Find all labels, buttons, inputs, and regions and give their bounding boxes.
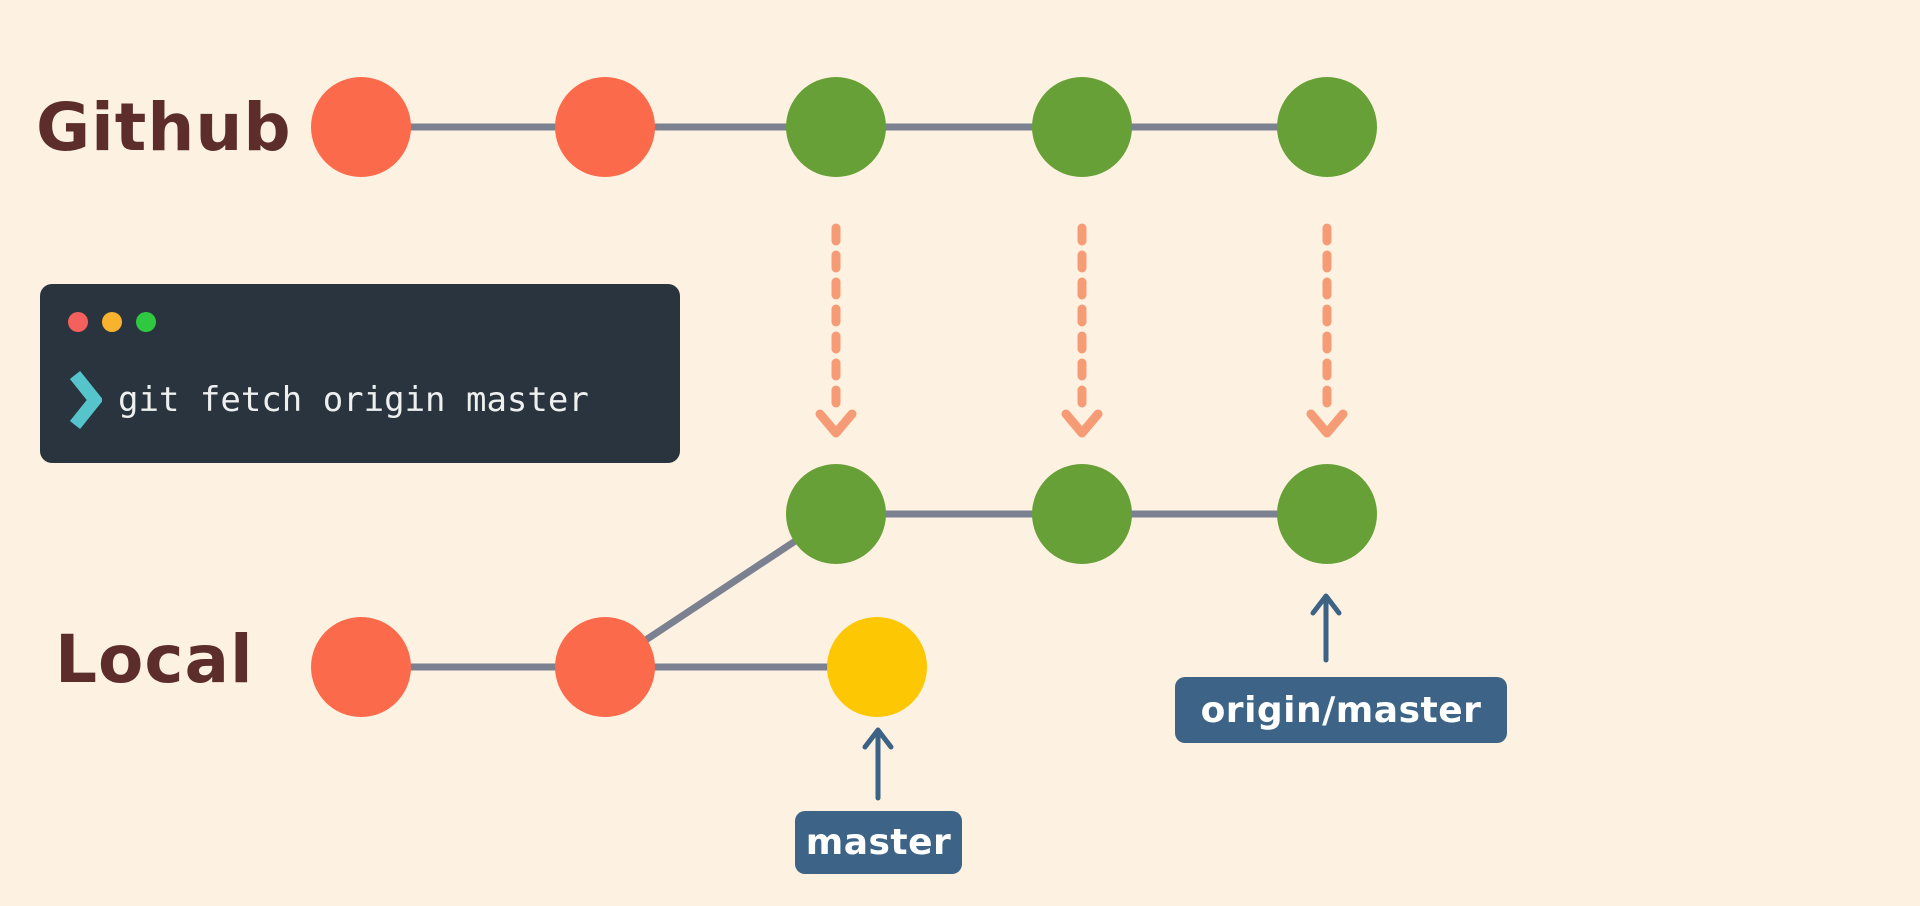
fetch-arrowhead-icon-1 <box>815 409 857 438</box>
terminal-command: git fetch origin master <box>118 380 589 420</box>
commit-node-fetched-2 <box>1032 464 1132 564</box>
commit-node-github-1 <box>311 77 411 177</box>
window-controls <box>68 312 156 332</box>
commit-node-github-2 <box>555 77 655 177</box>
row-label-github: Github <box>36 89 292 166</box>
ref-arrow-master <box>862 727 894 801</box>
commit-node-fetched-1 <box>786 464 886 564</box>
fetch-arrows <box>815 223 1348 438</box>
master-badge-label: master <box>805 822 952 863</box>
maximize-window-icon <box>136 312 156 332</box>
close-window-icon <box>68 312 88 332</box>
commit-node-github-5 <box>1277 77 1377 177</box>
origin-master-badge: origin/master <box>1175 677 1507 743</box>
commit-node-github-4 <box>1032 77 1132 177</box>
ref-arrowhead-master-icon <box>862 727 894 750</box>
prompt-chevron-icon <box>69 370 102 430</box>
fetch-arrowhead-icon-2 <box>1061 409 1103 438</box>
ref-arrowhead-origin-master-icon <box>1310 593 1342 616</box>
commit-node-local-1 <box>311 617 411 717</box>
minimize-window-icon <box>102 312 122 332</box>
ref-arrow-origin-master <box>1310 593 1342 663</box>
origin-master-badge-label: origin/master <box>1200 689 1482 731</box>
fetch-arrowhead-icon-3 <box>1306 409 1348 438</box>
commit-node-fetched-3 <box>1277 464 1377 564</box>
row-label-local: Local <box>55 621 254 698</box>
commit-node-local-head <box>827 617 927 717</box>
terminal-prompt-row: git fetch origin master <box>68 368 589 432</box>
commit-node-local-2 <box>555 617 655 717</box>
master-badge: master <box>795 811 962 874</box>
commit-node-github-3 <box>786 77 886 177</box>
terminal-window: git fetch origin master <box>40 284 680 463</box>
